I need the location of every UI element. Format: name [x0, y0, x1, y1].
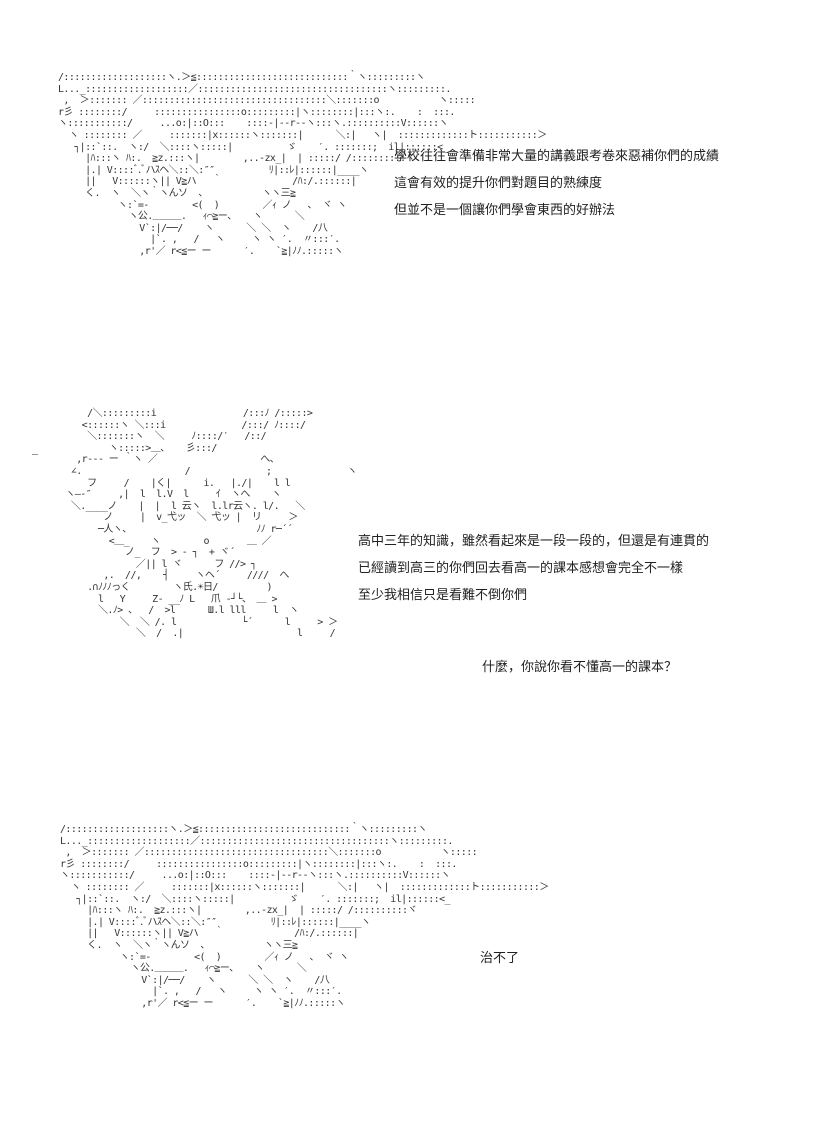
dialogue-line: 至少我相信只是看難不倒你們: [358, 588, 528, 603]
reply-text: 什麼，你說你看不懂高一的課本？: [482, 660, 678, 675]
dialogue-block: 學校往往會準備非常大量的講義跟考卷來惡補你們的成績 這會有效的提升你們對題目的熟…: [394, 143, 719, 224]
panel-1: /:::::::::::::::::::ヽ.＞≦::::::::::::::::…: [0, 0, 830, 330]
dialogue-line: 這會有效的提升你們對題目的熟練度: [394, 176, 603, 191]
dialogue-block: 高中三年的知識，雖然看起來是一段一段的，但還是有連貫的 已經讀到高三的你們回去看…: [358, 528, 709, 609]
divider-mark: [32, 454, 38, 455]
dialogue-block: 治不了: [480, 945, 519, 972]
dialogue-line: 學校往往會準備非常大量的講義跟考卷來惡補你們的成績: [394, 149, 720, 164]
panel-2: /＼:::::::::i /:::ﾉ /:::::> <::::::ヽ ＼:::…: [0, 400, 830, 730]
panel-3: /:::::::::::::::::::ヽ.＞≦::::::::::::::::…: [0, 790, 830, 1140]
dialogue-line: 治不了: [480, 951, 520, 966]
ascii-art-character: /:::::::::::::::::::ヽ.＞≦::::::::::::::::…: [58, 72, 547, 257]
dialogue-line: 高中三年的知識，雖然看起來是一段一段的，但還是有連貫的: [358, 534, 710, 549]
reply-line: 什麼，你說你看不懂高一的課本？: [482, 657, 677, 679]
ascii-art-character: /:::::::::::::::::::ヽ.＞≦::::::::::::::::…: [60, 824, 549, 1009]
ascii-art-character: /＼:::::::::i /:::ﾉ /:::::> <::::::ヽ ＼:::…: [65, 408, 357, 640]
dialogue-line: 但並不是一個讓你們學會東西的好辦法: [394, 203, 616, 218]
dialogue-line: 已經讀到高三的你們回去看高一的課本感想會完全不一樣: [358, 561, 684, 576]
